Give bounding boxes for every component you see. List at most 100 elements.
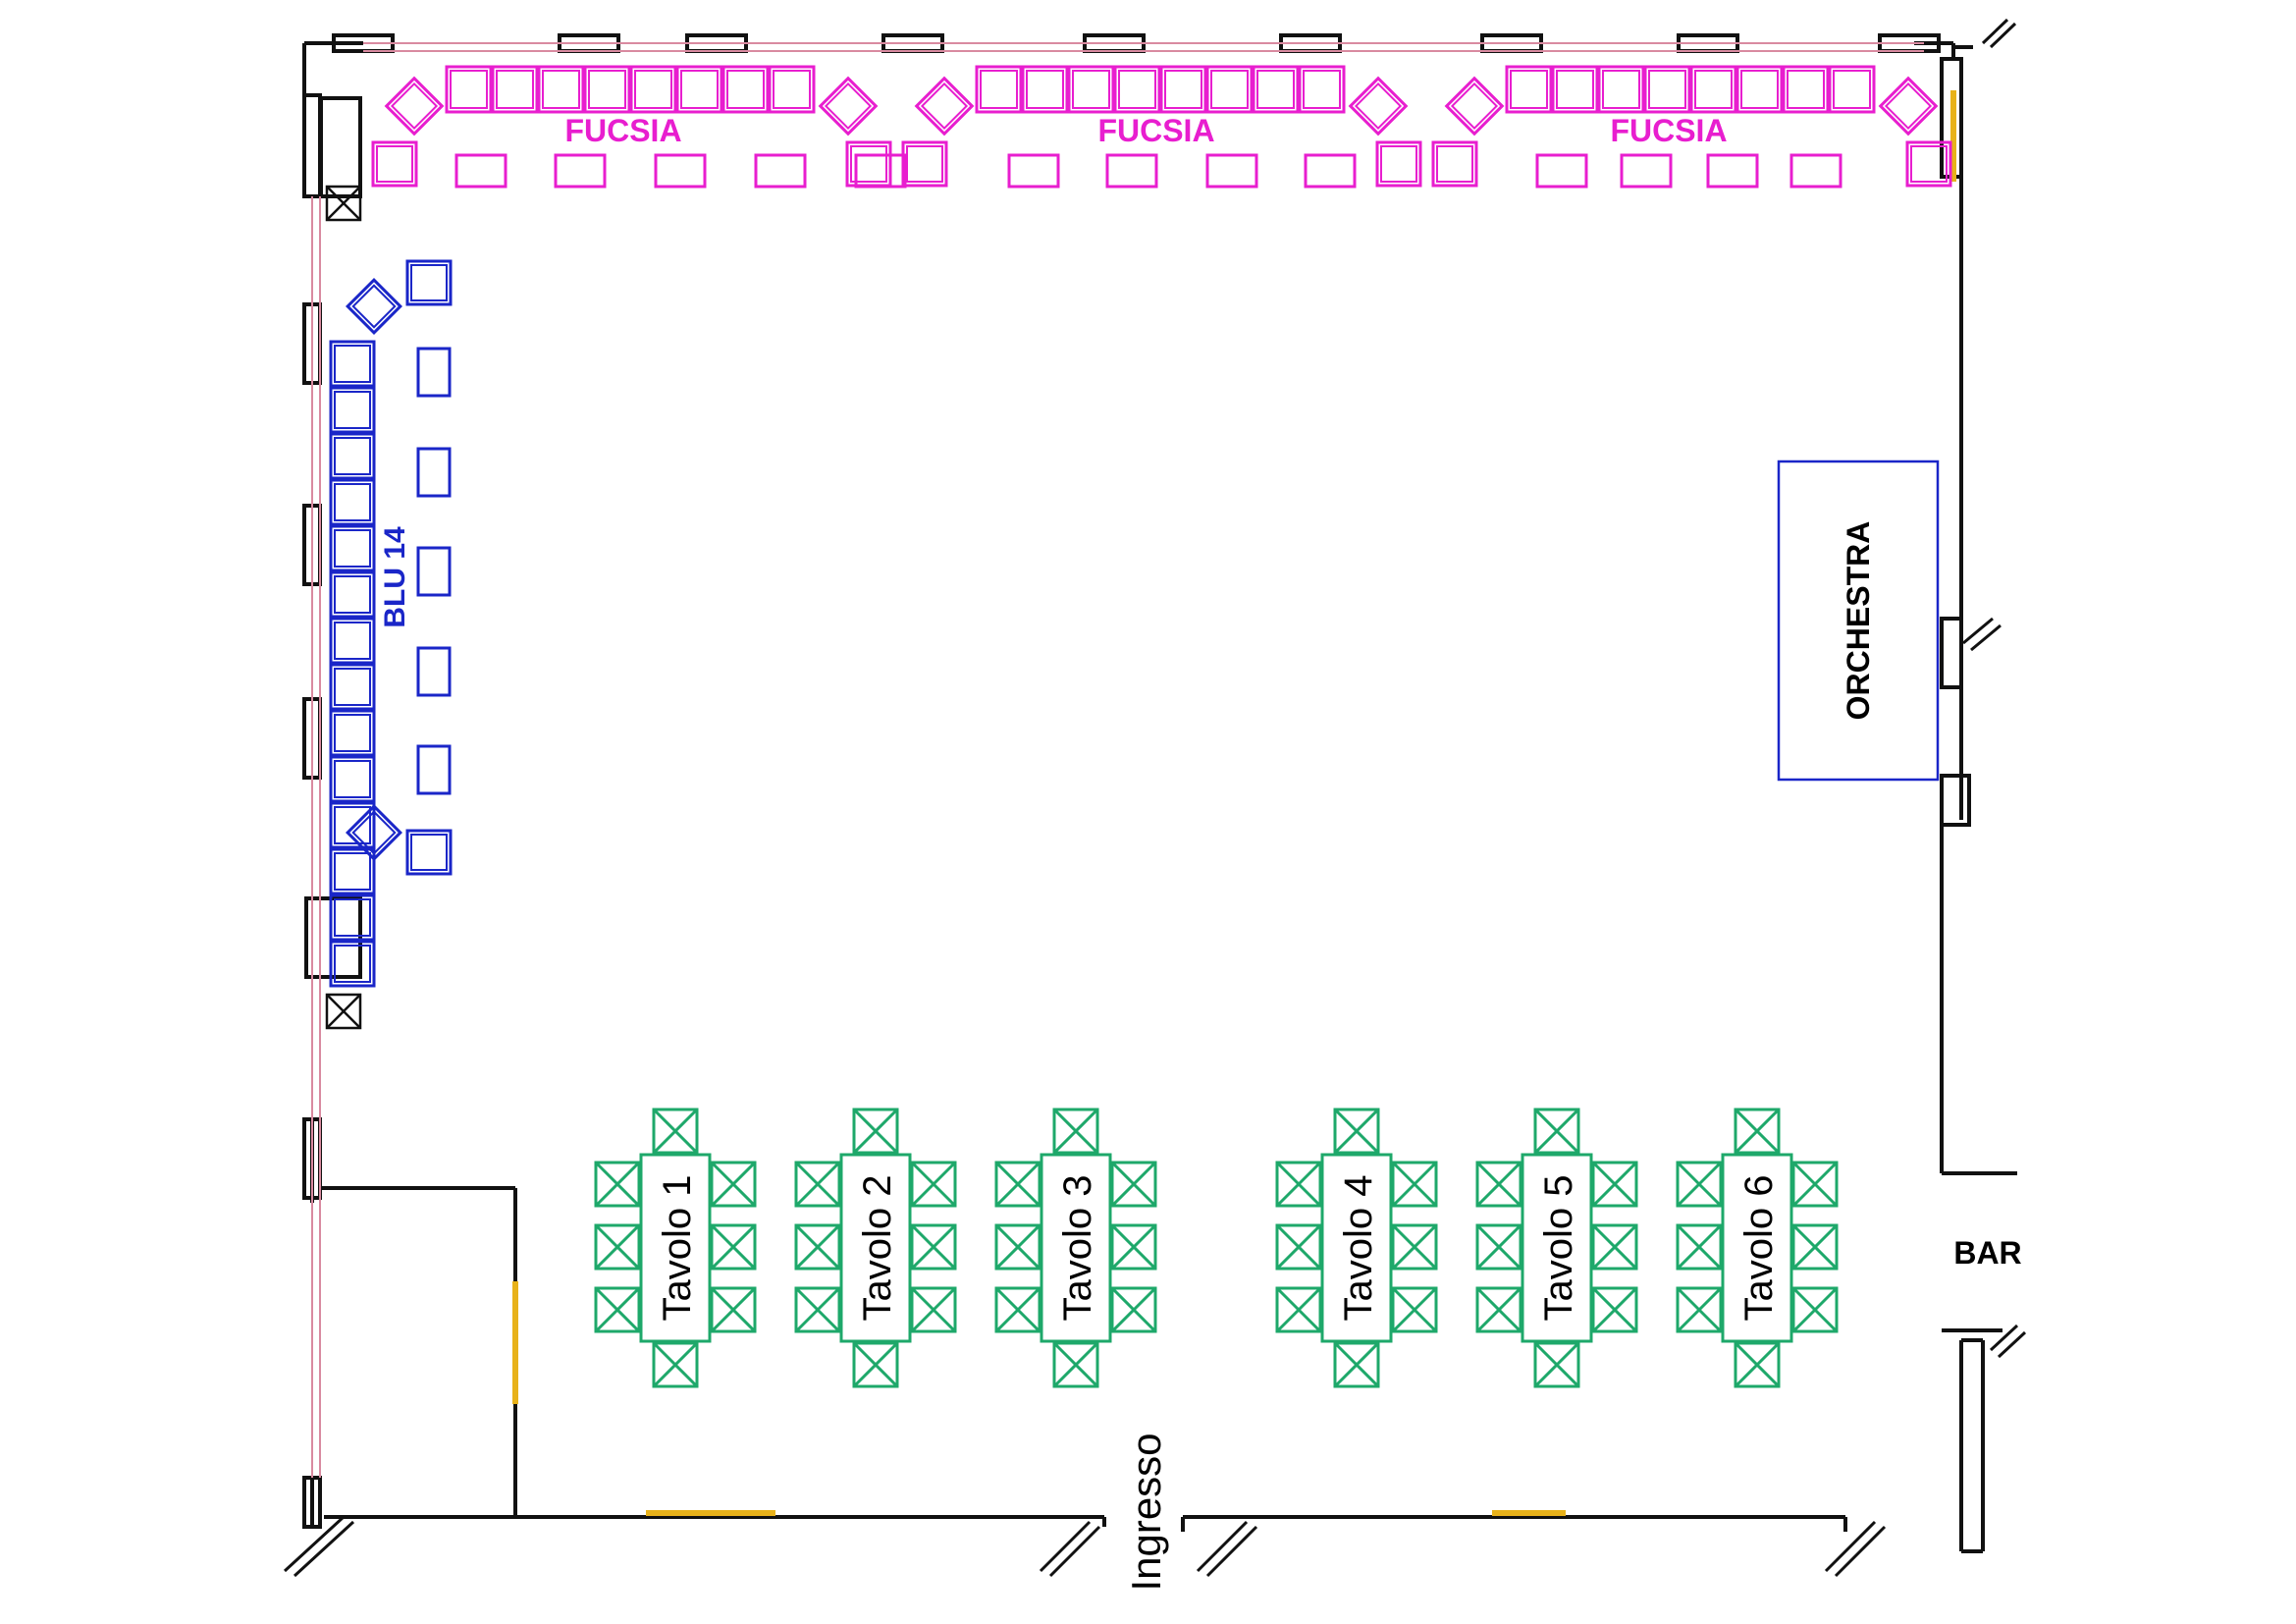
chair-icon xyxy=(910,1286,957,1333)
chair-icon xyxy=(1391,1223,1438,1271)
sofa-seat xyxy=(329,432,376,480)
sofa-seat xyxy=(329,709,376,757)
chair-icon xyxy=(1110,1286,1157,1333)
chair-icon xyxy=(1591,1161,1638,1208)
wall-niche xyxy=(304,896,362,979)
sofa-seat xyxy=(629,65,677,114)
table-label-5: Tavolo 5 xyxy=(1537,1175,1580,1322)
chair-icon xyxy=(594,1223,641,1271)
sofa-seat-cushion xyxy=(980,70,1018,109)
corner-armchair xyxy=(346,278,402,335)
fucsia-label-1: FUCSIA xyxy=(564,113,681,148)
sofa-seat xyxy=(1252,65,1300,114)
sofa-seat xyxy=(329,478,376,526)
table-label-4: Tavolo 4 xyxy=(1337,1175,1380,1322)
sofa-seat-cushion xyxy=(1556,70,1594,109)
sofa-seat-cushion xyxy=(542,70,580,109)
chair-icon xyxy=(652,1108,699,1155)
sofa-seat-cushion xyxy=(588,70,626,109)
sofa-seat xyxy=(1828,65,1876,114)
chair-icon xyxy=(852,1341,899,1388)
chair-icon xyxy=(1475,1161,1522,1208)
sofa-seat xyxy=(1113,65,1161,114)
sofa-seat xyxy=(329,755,376,803)
sofa-seat-cushion xyxy=(450,70,488,109)
sofa-seat-cushion xyxy=(1740,70,1779,109)
chair-icon xyxy=(1475,1286,1522,1333)
wall-break-hatch xyxy=(1989,22,2017,49)
chair-icon xyxy=(794,1223,841,1271)
wall-break-hatch xyxy=(1205,1525,1258,1578)
chair-icon xyxy=(1333,1341,1380,1388)
chair-icon xyxy=(1052,1108,1099,1155)
sofa-seat xyxy=(975,65,1023,114)
coffee-table xyxy=(554,153,607,189)
sofa-seat-cushion xyxy=(334,622,371,660)
sofa-seat-cushion xyxy=(334,345,371,383)
table-top xyxy=(639,1153,712,1343)
sofa-seat xyxy=(1643,65,1691,114)
sofa-seat xyxy=(329,847,376,895)
sofa-seat-cushion xyxy=(1648,70,1686,109)
chair-icon xyxy=(1676,1161,1723,1208)
sofa-seat-cushion xyxy=(1694,70,1733,109)
chair-icon xyxy=(994,1161,1041,1208)
sofa-seat-cushion xyxy=(334,760,371,798)
guest-table-3 xyxy=(994,1108,1157,1388)
chair-icon xyxy=(710,1223,757,1271)
sofa-seat xyxy=(768,65,816,114)
side-armchair-cushion xyxy=(1910,145,1948,183)
chair-icon xyxy=(1791,1286,1839,1333)
chair-icon xyxy=(994,1223,1041,1271)
coffee-table xyxy=(1620,153,1673,189)
chair-icon xyxy=(794,1161,841,1208)
sofa-seat xyxy=(1021,65,1069,114)
wall-break-hatch xyxy=(283,1515,346,1573)
sofa-seat-cushion xyxy=(334,714,371,752)
orchestra-label: ORCHESTRA xyxy=(1841,521,1876,721)
doors xyxy=(512,90,1956,1516)
sofa-seat xyxy=(675,65,723,114)
side-armchair xyxy=(405,259,453,306)
sofa-seat-cushion xyxy=(1833,70,1871,109)
side-armchair xyxy=(371,140,418,188)
sofa-seat xyxy=(445,65,493,114)
coffee-table xyxy=(1007,153,1060,189)
sofa-seat xyxy=(329,940,376,988)
chair-icon xyxy=(1391,1286,1438,1333)
sofa-seat xyxy=(329,801,376,849)
sofa-seat-cushion xyxy=(634,70,672,109)
corner-armchair xyxy=(384,76,445,136)
fucsia-label-3: FUCSIA xyxy=(1610,113,1727,148)
chair-icon xyxy=(1591,1223,1638,1271)
orchestra-stage xyxy=(1777,460,1940,782)
crossed-box-icon xyxy=(325,993,362,1030)
crossed-box-icon xyxy=(325,185,362,222)
chair-icon xyxy=(1391,1161,1438,1208)
wall-break-hatch xyxy=(1970,623,2002,652)
chair-icon xyxy=(1676,1223,1723,1271)
fucsia-seating xyxy=(371,65,1952,189)
corner-armchair xyxy=(1348,76,1409,136)
corner-armchair xyxy=(914,76,975,136)
wall-break-hatch xyxy=(1997,1330,2027,1359)
coffee-table xyxy=(654,153,707,189)
table-top xyxy=(1721,1153,1793,1343)
bar-label: BAR xyxy=(1953,1235,2021,1271)
sofa-seat-cushion xyxy=(1164,70,1202,109)
coffee-table xyxy=(1304,153,1357,189)
side-armchair-cushion xyxy=(410,834,448,871)
sofa-seat xyxy=(1782,65,1830,114)
chair-icon xyxy=(994,1286,1041,1333)
table-labels: Tavolo 1 Tavolo 2 Tavolo 3 Tavolo 4 Tavo… xyxy=(656,1175,1781,1322)
sofa-seat-cushion xyxy=(1602,70,1640,109)
blu-seating xyxy=(329,259,453,988)
side-armchair-cushion xyxy=(1436,145,1473,183)
sofa-seat xyxy=(1505,65,1553,114)
sofa-seat xyxy=(1298,65,1346,114)
chair-icon xyxy=(1333,1108,1380,1155)
sofa-seat-cushion xyxy=(1072,70,1110,109)
sofa-seat xyxy=(1597,65,1645,114)
guest-table-6 xyxy=(1676,1108,1839,1388)
